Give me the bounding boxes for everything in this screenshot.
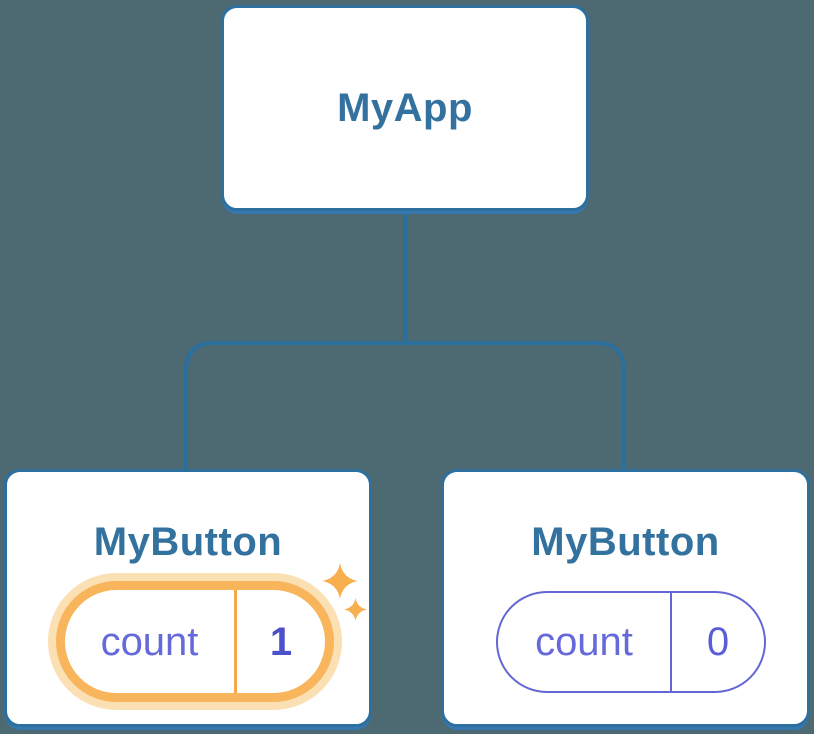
- state-value: 0: [670, 593, 764, 691]
- sparkle-icon: [322, 563, 358, 599]
- node-myapp: MyApp: [221, 5, 589, 211]
- connector-bracket-line: [184, 341, 626, 471]
- node-mybutton-highlighted: MyButton count 1: [4, 469, 372, 727]
- node-myapp-title: MyApp: [337, 86, 473, 130]
- state-pill-default: count 0: [496, 591, 766, 693]
- node-mybutton-1-title: MyButton: [93, 520, 283, 564]
- state-key-label: count: [535, 620, 633, 664]
- state-key-label: count: [100, 619, 199, 664]
- state-pill-highlighted: count 1: [65, 590, 325, 693]
- state-value: 1: [234, 590, 325, 693]
- sparkle-icon: [344, 598, 367, 621]
- node-mybutton-default: MyButton count 0: [441, 469, 810, 727]
- node-mybutton-2-title: MyButton: [531, 520, 720, 564]
